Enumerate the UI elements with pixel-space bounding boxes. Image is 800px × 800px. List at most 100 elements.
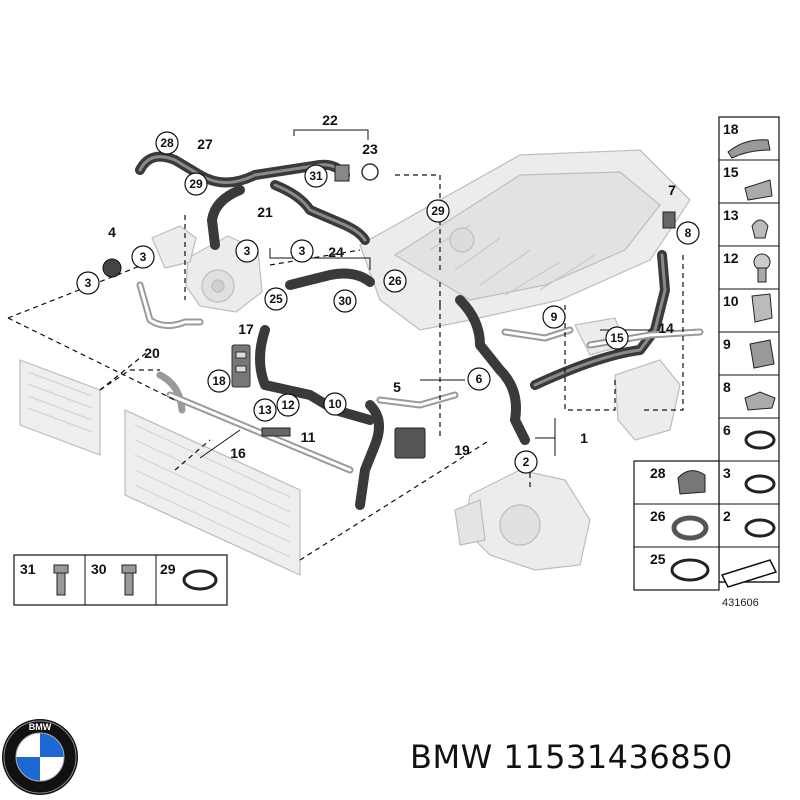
hose-10 xyxy=(255,325,375,425)
part-number: 11531436850 xyxy=(503,738,733,776)
side-label-8: 8 xyxy=(723,379,731,395)
callout-26: 26 xyxy=(383,269,407,293)
callout-10: 10 xyxy=(323,392,347,416)
callout-23: 23 xyxy=(362,141,378,157)
hose-27-lower xyxy=(207,185,245,250)
small-parts xyxy=(102,163,676,459)
callout-3d: 3 xyxy=(290,239,314,263)
bolt-31-icon xyxy=(53,564,69,596)
callout-29a: 29 xyxy=(184,172,208,196)
callout-4: 4 xyxy=(108,224,116,240)
callout-3b: 3 xyxy=(76,271,100,295)
callout-19: 19 xyxy=(454,442,470,458)
side-label-6: 6 xyxy=(723,422,731,438)
sensor-7 xyxy=(662,211,676,229)
bottom-label-31: 31 xyxy=(20,561,36,577)
clamp-28-icon xyxy=(677,470,706,495)
hose-24 xyxy=(285,268,375,290)
clip-15-icon xyxy=(744,179,773,201)
side-label-13: 13 xyxy=(723,207,739,223)
hose-clamp-6-icon xyxy=(744,430,776,450)
callout-20: 20 xyxy=(144,345,160,361)
side-label-18: 18 xyxy=(723,121,739,137)
brand-name: BMW xyxy=(410,738,493,776)
bracket-17-18 xyxy=(231,344,251,388)
svg-text:15: 15 xyxy=(610,331,624,345)
side-label-25: 25 xyxy=(650,551,666,567)
hose-clamp-3-icon xyxy=(744,474,776,494)
bolt-30-icon xyxy=(121,564,137,596)
callout-9: 9 xyxy=(542,305,566,329)
bracket-19 xyxy=(394,427,426,459)
callout-8: 8 xyxy=(676,221,700,245)
svg-text:28: 28 xyxy=(160,136,174,150)
callout-3c: 3 xyxy=(235,239,259,263)
callout-22: 22 xyxy=(322,112,338,128)
side-label-26: 26 xyxy=(650,508,666,524)
side-label-12: 12 xyxy=(723,250,739,266)
callout-14: 14 xyxy=(658,320,674,336)
hose-clip-icon xyxy=(727,139,771,159)
callout-24: 24 xyxy=(328,244,344,260)
callout-21: 21 xyxy=(257,204,273,220)
engine-block xyxy=(359,149,691,331)
hoses xyxy=(135,151,704,510)
callout-1: 1 xyxy=(580,430,588,446)
side-label-10: 10 xyxy=(723,293,739,309)
callout-29b: 29 xyxy=(426,199,450,223)
side-label-3: 3 xyxy=(723,465,731,481)
callout-15: 15 xyxy=(605,326,629,350)
bmw-logo: BMW xyxy=(2,719,78,795)
svg-text:9: 9 xyxy=(551,310,558,324)
expansion-tank xyxy=(614,359,681,441)
callout-17: 17 xyxy=(238,321,254,337)
clamp-31 xyxy=(334,164,350,182)
clip-8-icon xyxy=(744,391,776,411)
callout-30: 30 xyxy=(333,289,357,313)
callout-2: 2 xyxy=(514,450,538,474)
solid-leaders xyxy=(199,129,650,459)
callout-3a: 3 xyxy=(131,245,155,269)
side-label-28: 28 xyxy=(650,465,666,481)
turbo-assembly xyxy=(454,469,591,571)
svg-text:8: 8 xyxy=(685,226,692,240)
callout-28: 28 xyxy=(155,131,179,155)
catalog-number: 431606 xyxy=(722,597,759,609)
seal-ring-26-icon xyxy=(671,515,709,541)
callout-12: 12 xyxy=(276,393,300,417)
hose-engine-front xyxy=(455,295,530,445)
svg-text:10: 10 xyxy=(328,397,342,411)
main-radiator xyxy=(124,409,301,576)
thermostat xyxy=(151,225,197,269)
svg-text:26: 26 xyxy=(388,274,402,288)
bottom-label-29: 29 xyxy=(160,561,176,577)
side-label-15: 15 xyxy=(723,164,739,180)
svg-text:6: 6 xyxy=(476,372,483,386)
quick-connector-icon xyxy=(749,339,775,369)
callout-25: 25 xyxy=(264,287,288,311)
bmw-logo-text: BMW xyxy=(29,722,52,732)
callout-27: 27 xyxy=(197,136,213,152)
svg-text:3: 3 xyxy=(299,244,306,258)
svg-text:31: 31 xyxy=(309,169,323,183)
aux-radiator xyxy=(19,359,101,456)
svg-text:18: 18 xyxy=(212,374,226,388)
svg-text:29: 29 xyxy=(431,204,445,218)
hose-19-20 xyxy=(355,400,384,510)
svg-text:3: 3 xyxy=(140,250,147,264)
callout-13: 13 xyxy=(253,398,277,422)
bottom-parts-panel: 31 30 29 xyxy=(13,554,228,606)
expanding-rivet-icon xyxy=(753,253,771,283)
pipe-radiator-link xyxy=(156,371,186,414)
svg-text:12: 12 xyxy=(281,398,295,412)
side-parts-panel: 18 15 13 12 10 9 8 6 3 2 28 26 25 xyxy=(633,116,780,591)
svg-text:30: 30 xyxy=(338,294,352,308)
callout-16: 16 xyxy=(230,445,246,461)
svg-text:2: 2 xyxy=(523,455,530,469)
callout-6: 6 xyxy=(467,367,491,391)
hose-clamp-2-icon xyxy=(744,518,776,538)
hose-21 xyxy=(270,180,370,245)
hose-clamp-25-icon xyxy=(670,558,710,582)
svg-text:29: 29 xyxy=(189,177,203,191)
